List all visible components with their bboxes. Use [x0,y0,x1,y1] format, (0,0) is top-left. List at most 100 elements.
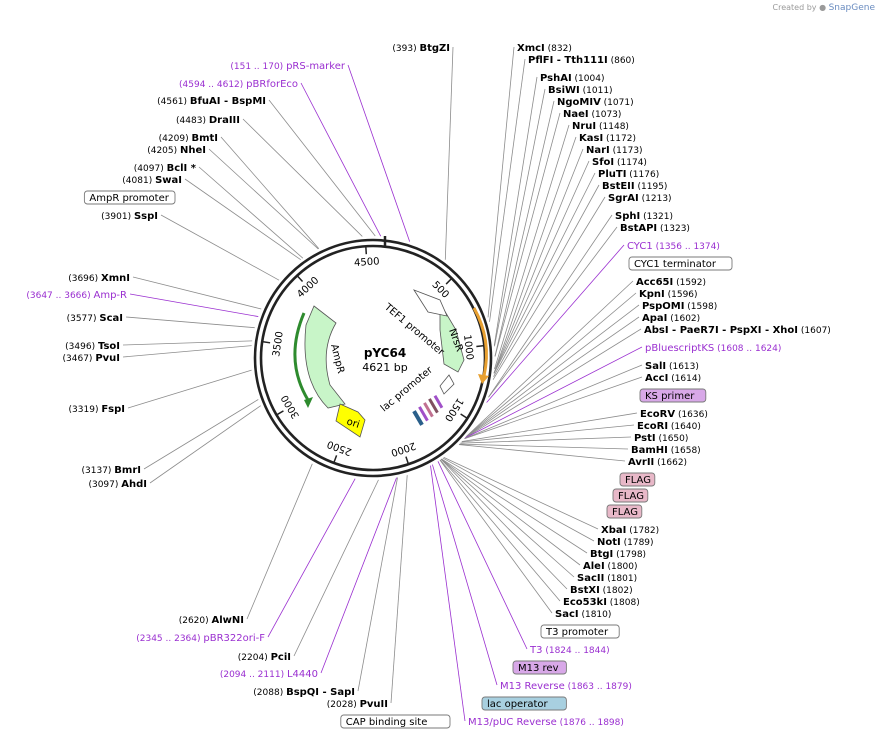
map-label-right[interactable]: NotI (1789) [597,537,654,548]
site-name: NheI [180,145,206,156]
map-label-right[interactable]: KasI (1172) [579,133,636,144]
map-label-right[interactable]: PluTI (1176) [598,169,659,180]
map-label-left[interactable]: (2028) PvuII [327,699,388,710]
map-label-right[interactable]: M13 rev [512,660,567,675]
map-label-right[interactable]: M13/pUC Reverse (1876 .. 1898) [468,717,624,728]
map-label-right[interactable]: T3 (1824 .. 1844) [529,645,610,656]
map-label-right[interactable]: FLAG [606,504,643,519]
map-label-left[interactable]: (3137) BmrI [82,465,142,476]
map-label-left[interactable]: (4209) BmtI [159,133,218,144]
map-label-right[interactable]: BtgI (1798) [590,549,646,560]
map-label-right[interactable]: AvrII (1662) [628,457,687,468]
map-label-right[interactable]: BamHI (1658) [631,445,701,456]
map-label-right[interactable]: AbsI - PaeR7I - PspXI - XhoI (1607) [644,325,831,336]
map-label-right[interactable]: pBluescriptKS (1608 .. 1624) [645,343,781,354]
map-label-right[interactable]: Eco53kI (1808) [563,597,640,608]
map-label-right[interactable]: PflFI - Tth111I (860) [528,55,635,66]
map-label-right[interactable]: KpnI (1596) [639,289,698,300]
map-label-right[interactable]: CYC1 terminator [628,256,733,271]
label-box [606,504,643,519]
map-label-right[interactable]: PshAI (1004) [540,73,604,84]
map-label-right[interactable]: Acc65I (1592) [636,277,706,288]
enzyme-label: (3496) TsoI [65,341,120,352]
map-label-right[interactable]: KS primer [639,388,707,403]
label-connector [129,293,259,317]
site-position: (1808) [607,598,640,608]
map-label-right[interactable]: NarI (1173) [586,145,643,156]
map-label-left[interactable]: (151 .. 170) pRS-marker [230,61,346,72]
site-name: SacI [555,609,579,620]
map-label-right[interactable]: FLAG [619,472,656,487]
map-label-right[interactable]: AccI (1614) [645,373,701,384]
map-label-right[interactable]: BsiWI (1011) [548,85,613,96]
label-connector [320,477,397,674]
map-label-right[interactable]: M13 Reverse (1863 .. 1879) [500,681,632,692]
left-label-column: (393) BtgZI (151 .. 170) pRS-marker (4594 … [26,43,451,729]
enzyme-label: KasI (1172) [579,133,636,144]
map-label-right[interactable]: PstI (1650) [634,433,688,444]
map-label-left[interactable]: (2088) BspQI - SapI [253,687,355,698]
map-label-left[interactable]: (3496) TsoI [65,341,120,352]
map-label-left[interactable]: (4483) DraIII [176,115,240,126]
map-label-left[interactable]: (2204) PciI [238,652,291,663]
map-label-right[interactable]: T3 promoter [540,624,620,639]
ori-feature[interactable]: ori [335,403,366,438]
map-label-right[interactable]: SphI (1321) [615,211,673,222]
map-label-right[interactable]: XbaI (1782) [601,525,659,536]
map-label-right[interactable]: NaeI (1073) [563,109,621,120]
map-label-right[interactable]: BstEII (1195) [602,181,667,192]
map-label-right[interactable]: SacI (1810) [555,609,611,620]
map-label-left[interactable]: AmpR promoter [83,190,176,205]
map-label-left[interactable]: (4561) BfuAI - BspMI [157,96,266,107]
snapgene-credit: Created by ● SnapGene [773,3,876,13]
enzyme-label: Acc65I (1592) [636,277,706,288]
map-label-right[interactable]: AleI (1800) [583,561,637,572]
enzyme-label: SphI (1321) [615,211,673,222]
label-connector [122,345,252,358]
map-label-right[interactable]: FLAG [612,488,649,503]
site-position: (2088) [253,688,286,698]
map-label-left[interactable]: (393) BtgZI [392,43,450,54]
map-label-left[interactable]: (4594 .. 4612) pBRforEco [179,79,298,90]
map-label-right[interactable]: SalI (1613) [645,361,699,372]
map-label-right[interactable]: PspOMI (1598) [642,301,717,312]
enzyme-label: (2088) BspQI - SapI [253,687,355,698]
map-label-right[interactable]: SfoI (1174) [592,157,647,168]
map-label-left[interactable]: (3319) FspI [69,404,125,415]
map-label-left[interactable]: (3901) SspI [101,211,158,222]
map-label-right[interactable]: SgrAI (1213) [608,193,672,204]
map-label-right[interactable]: ApaI (1602) [642,313,700,324]
site-name: pBR322ori-F [203,633,265,644]
map-label-left[interactable]: CAP binding site [340,714,451,729]
map-label-left[interactable]: (3696) XmnI [68,273,130,284]
site-position: (4097) [134,164,167,174]
site-name: BsiWI [548,85,580,96]
ampr-feature[interactable]: AmpR [304,305,346,409]
feature-label: (3647 .. 3666) Amp-R [26,290,127,301]
map-label-left[interactable]: (2345 .. 2364) pBR322ori-F [136,633,265,644]
site-name: KpnI [639,289,665,300]
map-label-left[interactable]: (2094 .. 2111) L4440 [220,669,318,680]
map-label-left[interactable]: (3097) AhdI [88,479,147,490]
map-label-right[interactable]: EcoRI (1640) [637,421,701,432]
map-label-left[interactable]: (3577) ScaI [67,313,123,324]
map-label-right[interactable]: BstAPI (1323) [620,223,690,234]
map-label-left[interactable]: (4205) NheI [147,145,206,156]
map-label-left[interactable]: (4097) BclI * [134,163,197,174]
site-name: ScaI [99,313,123,324]
map-label-right[interactable]: XmcI (832) [517,43,572,54]
map-label-right[interactable]: CYC1 (1356 .. 1374) [627,241,720,252]
map-label-left[interactable]: (3467) PvuI [63,353,120,364]
map-label-left[interactable]: (4081) SwaI [122,175,182,186]
map-label-right[interactable]: BstXI (1802) [570,585,633,596]
map-label-right[interactable]: NgoMIV (1071) [557,97,634,108]
feature-label: M13/pUC Reverse (1876 .. 1898) [468,717,624,728]
site-name: BspQI [286,687,319,698]
map-label-left[interactable]: (3647 .. 3666) Amp-R [26,290,127,301]
map-label-right[interactable]: lac operator [481,696,567,711]
site-position: (3496) [65,342,98,352]
map-label-right[interactable]: NruI (1148) [572,121,629,132]
map-label-right[interactable]: SacII (1801) [577,573,637,584]
map-label-left[interactable]: (2620) AlwNI [179,615,244,626]
map-label-right[interactable]: EcoRV (1636) [640,409,708,420]
